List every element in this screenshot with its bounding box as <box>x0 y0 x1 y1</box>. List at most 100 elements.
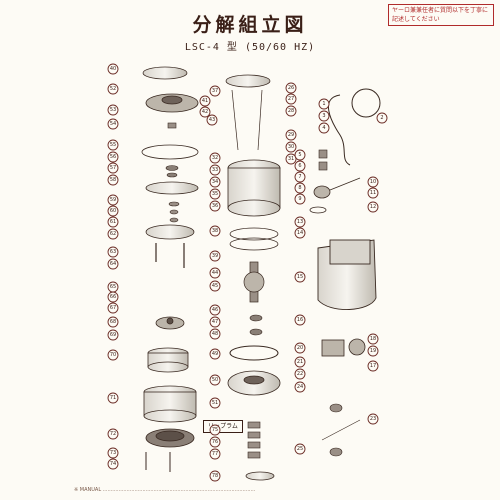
callout-51: 51 <box>209 397 221 409</box>
svg-text:51: 51 <box>212 400 218 406</box>
svg-text:73: 73 <box>110 450 116 456</box>
callout-66: 66 <box>107 291 119 303</box>
part-plate-disc <box>145 181 199 195</box>
part-small-bolt <box>167 122 177 129</box>
svg-text:60: 60 <box>110 208 116 214</box>
svg-text:62: 62 <box>110 231 116 237</box>
svg-text:56: 56 <box>110 154 116 160</box>
callout-76: 76 <box>209 436 221 448</box>
svg-text:23: 23 <box>370 416 376 422</box>
callout-32: 32 <box>209 152 221 164</box>
callout-62: 62 <box>107 228 119 240</box>
svg-text:33: 33 <box>212 167 218 173</box>
part-top-cover <box>142 66 188 80</box>
part-motor-top-ring <box>225 74 271 88</box>
svg-text:10: 10 <box>370 179 376 185</box>
part-discharge-elbow <box>321 338 366 357</box>
callout-55: 55 <box>107 139 119 151</box>
svg-text:65: 65 <box>110 284 116 290</box>
callout-61: 61 <box>107 216 119 228</box>
svg-text:18: 18 <box>370 336 376 342</box>
svg-text:68: 68 <box>110 319 116 325</box>
part-impeller <box>155 316 185 330</box>
svg-text:17: 17 <box>370 363 376 369</box>
svg-text:64: 64 <box>110 261 116 267</box>
svg-text:8: 8 <box>298 185 301 191</box>
callout-8: 8 <box>294 182 306 194</box>
svg-text:39: 39 <box>212 253 218 259</box>
svg-text:41: 41 <box>202 98 208 104</box>
callout-4: 4 <box>318 122 330 134</box>
svg-text:49: 49 <box>212 351 218 357</box>
svg-text:29: 29 <box>288 132 294 138</box>
callout-9: 9 <box>294 193 306 205</box>
svg-text:71: 71 <box>110 395 116 401</box>
svg-text:6: 6 <box>298 163 301 169</box>
callout-25: 25 <box>294 443 306 455</box>
svg-text:26: 26 <box>288 85 294 91</box>
callout-68: 68 <box>107 316 119 328</box>
svg-text:76: 76 <box>212 439 218 445</box>
callout-57: 57 <box>107 162 119 174</box>
callout-15: 15 <box>294 271 306 283</box>
svg-text:42: 42 <box>202 109 208 115</box>
svg-text:20: 20 <box>297 345 303 351</box>
svg-text:32: 32 <box>212 155 218 161</box>
svg-text:12: 12 <box>370 204 376 210</box>
callout-73: 73 <box>107 447 119 459</box>
svg-text:46: 46 <box>212 307 218 313</box>
svg-text:37: 37 <box>212 88 218 94</box>
svg-text:74: 74 <box>110 461 116 467</box>
svg-text:45: 45 <box>212 283 218 289</box>
part-bearing-small <box>249 314 263 336</box>
part-lid-assembly <box>145 93 199 113</box>
callout-74: 74 <box>107 458 119 470</box>
svg-text:27: 27 <box>288 96 294 102</box>
callout-17: 17 <box>367 360 379 372</box>
svg-text:14: 14 <box>297 230 303 236</box>
callout-3: 3 <box>318 110 330 122</box>
part-terminal-block <box>318 149 328 171</box>
svg-text:58: 58 <box>110 177 116 183</box>
svg-text:7: 7 <box>298 174 301 180</box>
part-power-cable <box>328 88 381 166</box>
svg-text:40: 40 <box>110 66 116 72</box>
callout-44: 44 <box>209 267 221 279</box>
svg-text:44: 44 <box>212 270 218 276</box>
svg-text:16: 16 <box>297 317 303 323</box>
callout-77: 77 <box>209 448 221 460</box>
callout-6: 6 <box>294 160 306 172</box>
svg-text:15: 15 <box>297 274 303 280</box>
svg-text:53: 53 <box>110 107 116 113</box>
callout-71: 71 <box>107 392 119 404</box>
part-casing-ring <box>229 227 279 251</box>
footnote: ※ MANUAL ...............................… <box>74 487 256 493</box>
svg-text:38: 38 <box>212 228 218 234</box>
callout-78: 78 <box>209 470 221 482</box>
callout-2: 2 <box>376 112 388 124</box>
svg-text:50: 50 <box>212 377 218 383</box>
callout-33: 33 <box>209 164 221 176</box>
callout-75: 75 <box>209 424 221 436</box>
callout-22: 22 <box>294 368 306 380</box>
callout-26: 26 <box>285 82 297 94</box>
callout-5: 5 <box>294 149 306 161</box>
callout-72: 72 <box>107 428 119 440</box>
callout-46: 46 <box>209 304 221 316</box>
callout-70: 70 <box>107 349 119 361</box>
svg-text:34: 34 <box>212 179 218 185</box>
callout-37: 37 <box>209 85 221 97</box>
svg-text:78: 78 <box>212 473 218 479</box>
model-subtitle: LSC-4 型 (50/60 HZ) <box>184 42 316 53</box>
part-motor-shaft-lines <box>231 89 263 151</box>
svg-text:13: 13 <box>297 219 303 225</box>
callout-23: 23 <box>367 413 379 425</box>
callout-58: 58 <box>107 174 119 186</box>
part-cylinder-ring <box>147 347 189 373</box>
callout-19: 19 <box>367 345 379 357</box>
svg-text:4: 4 <box>322 125 325 131</box>
part-float-switch <box>313 177 361 199</box>
callout-45: 45 <box>209 280 221 292</box>
part-main-housing <box>317 239 377 310</box>
callout-20: 20 <box>294 342 306 354</box>
